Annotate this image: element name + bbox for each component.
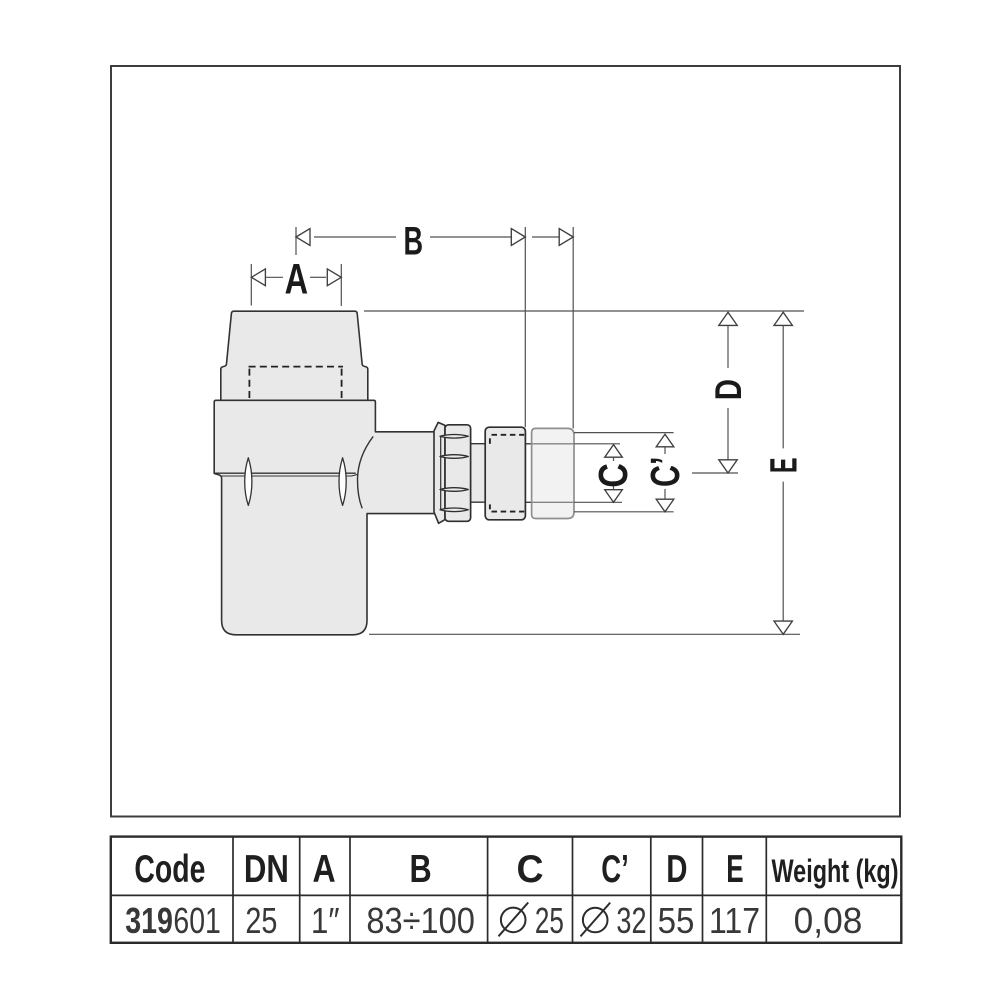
- svg-text:32: 32: [616, 900, 646, 941]
- svg-text:Weight (kg): Weight (kg): [771, 853, 898, 888]
- svg-text:319: 319: [125, 901, 173, 941]
- svg-text:25: 25: [245, 900, 277, 941]
- svg-text:E: E: [726, 848, 743, 891]
- svg-text:C’: C’: [601, 847, 629, 891]
- svg-text:1″: 1″: [311, 901, 340, 941]
- svg-text:25: 25: [535, 901, 564, 941]
- svg-text:A: A: [285, 257, 308, 304]
- svg-text:55: 55: [658, 902, 695, 942]
- svg-text:D: D: [666, 848, 687, 891]
- svg-text:A: A: [313, 847, 336, 891]
- svg-text:117: 117: [709, 901, 760, 941]
- svg-text:601: 601: [173, 901, 220, 941]
- svg-text:E: E: [763, 457, 805, 473]
- svg-text:83÷100: 83÷100: [366, 902, 475, 942]
- svg-text:0,08: 0,08: [794, 901, 863, 941]
- svg-text:B: B: [404, 220, 424, 264]
- svg-text:DN: DN: [244, 848, 289, 891]
- svg-text:B: B: [409, 848, 431, 891]
- svg-text:C: C: [590, 463, 635, 488]
- svg-text:Code: Code: [134, 848, 205, 891]
- svg-text:D: D: [709, 379, 750, 400]
- svg-text:C’: C’: [643, 457, 688, 487]
- svg-text:C: C: [516, 847, 543, 891]
